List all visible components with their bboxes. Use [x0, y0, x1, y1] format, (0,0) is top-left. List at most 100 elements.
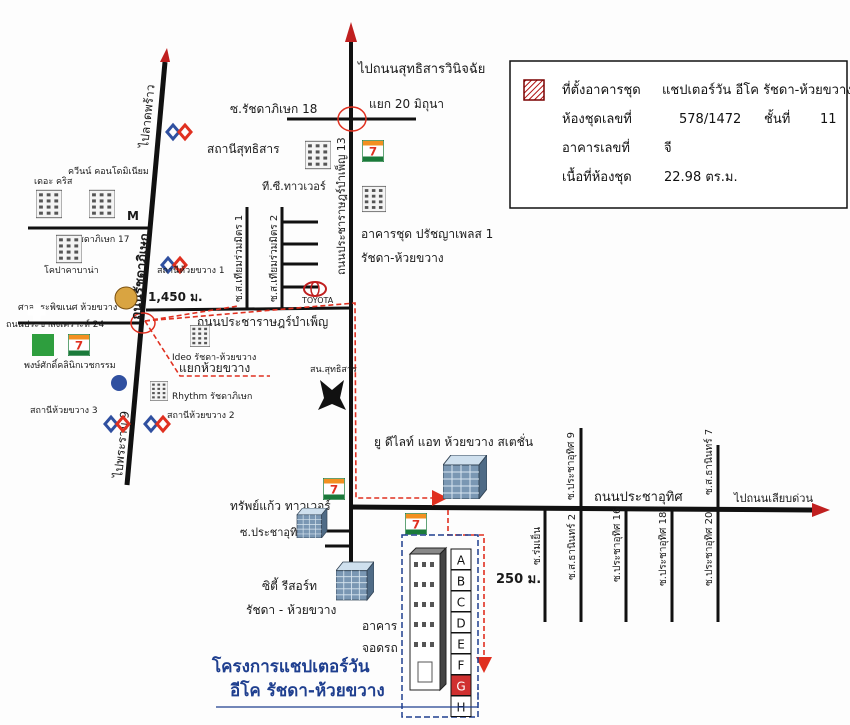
building-label-c: C	[457, 595, 465, 609]
north-road-arrow	[345, 22, 357, 42]
parking-building-icon	[408, 546, 448, 692]
junction-20-mithuna-circle	[337, 106, 367, 132]
info-box: ที่ตั้งอาคารชุด แชปเตอร์วัน อีโค รัชดา-ห…	[509, 60, 850, 209]
info-val-building: จี	[664, 140, 672, 156]
seven-eleven-icon-south	[323, 478, 345, 500]
ideo-building-icon	[190, 325, 210, 347]
label-tc-tower: ที.ซี.ทาวเวอร์	[262, 180, 326, 193]
label-station-huai-khwang-1: สถานีห้วยขวาง 1	[157, 265, 225, 276]
ratchadaphisek-road	[124, 61, 168, 486]
building-label-a: A	[457, 553, 466, 567]
panya-place-building-icon	[362, 185, 386, 213]
label-pracha-rat-bamphen: ถนนประชาราษฎร์บำเพ็ญ	[197, 314, 328, 329]
info-key-location: ที่ตั้งอาคารชุด	[562, 80, 641, 98]
label-shrine: ศาลพระพิฆเนศ ห้วยขวาง	[18, 302, 117, 313]
label-station-sutthisan: สถานีสุทธิสาร	[207, 142, 280, 157]
label-co-park: โคปาคาบาน่า	[44, 265, 99, 276]
label-panya-place: อาคารชุด ปรัชญาเพลส 1	[361, 227, 493, 242]
seven-eleven-icon-project	[405, 513, 427, 535]
label-u-delight: ยู ดีไลท์ แอท ห้วยขวาง สเตชั่น	[374, 433, 533, 450]
info-val-unit: 578/1472	[679, 112, 741, 127]
label-distance-1450: 1,450 ม.	[148, 290, 203, 304]
label-soi-pracha-uthit-9: ซ.ประชาอุทิศ 9	[566, 432, 577, 500]
label-distance-250: 250 ม.	[496, 572, 541, 587]
ganesha-shrine-icon	[114, 286, 138, 310]
label-panya-place-area: รัชดา-ห้วยขวาง	[361, 251, 444, 265]
info-key-floor: ชั้นที่	[764, 109, 790, 127]
label-soi-pracha-uthit-6: ซ.ประชาอุทิศ 6	[240, 526, 315, 539]
clinic-cross-icon	[32, 334, 54, 356]
co-park-building-icon	[56, 234, 82, 264]
seven-eleven-icon-north	[362, 140, 384, 162]
road-network	[18, 22, 830, 622]
label-pracha-uthit-road: ถนนประชาอุทิศ	[594, 490, 683, 505]
the-crystal-building-icon	[36, 189, 62, 219]
building-label-d: D	[456, 616, 465, 630]
building-label-b: B	[457, 574, 465, 588]
label-soi-ratchada-18: ซ.รัชดาภิเษก 18	[230, 102, 317, 116]
station-sutthisan-icon	[165, 123, 193, 141]
label-junction-20-mithuna: แยก 20 มิถุนา	[369, 97, 444, 112]
label-soi-pracha-rat-bamphen-13: ถนนประชาราษฎร์บำเพ็ญ 13	[334, 137, 348, 275]
police-garuda-icon	[318, 380, 346, 410]
u-delight-building-icon	[443, 455, 487, 499]
bank-icon	[111, 375, 127, 391]
label-toyota: TOYOTA	[301, 296, 334, 305]
label-soi-rom-yen: ซ.ร่มเย็น	[529, 527, 543, 565]
huai-khwang-junction-circle	[130, 312, 156, 334]
route-1450	[144, 302, 448, 506]
label-soi-pracha-uthit-18: ซ.ประชาอุทิศ 18	[658, 512, 669, 586]
city-resort-building-icon	[336, 561, 374, 601]
pracha-rat-bamphen-road	[145, 306, 352, 312]
info-val-area: 22.98 ตร.ม.	[664, 170, 738, 185]
queen-condo-building-icon	[89, 189, 115, 219]
toyota-logo-icon	[303, 281, 327, 297]
rhythm-building-icon	[150, 381, 168, 401]
info-val-floor: 11	[820, 112, 837, 127]
building-label-e: E	[457, 637, 465, 651]
label-queen-condo: ควีนน์ คอนโดมิเนียม	[68, 165, 149, 177]
building-block-h	[450, 695, 472, 717]
sapkaew-building-icon	[296, 508, 328, 538]
label-city-resort-area: รัชดา - ห้วยขวาง	[246, 603, 336, 617]
label-parking-line2: จอดรถ	[362, 641, 398, 655]
station-huai-khwang-2-icon	[143, 415, 171, 433]
label-station-huai-khwang-2: สถานีห้วยขวาง 2	[167, 410, 235, 421]
label-rhythm: Rhythm รัชดาภิเษก	[172, 391, 252, 402]
info-key-unit: ห้องชุดเลขที่	[562, 110, 632, 127]
info-key-area: เนื้อที่ห้องชุด	[562, 167, 632, 185]
label-to-lat-phrao: ไปลาดพร้าว	[137, 84, 158, 149]
info-val-project: แชปเตอร์วัน อีโค รัชดา-ห้วยขวาง	[662, 82, 850, 98]
label-soi-thanin-7: ซ.ส.ธานินทร์ 7	[703, 429, 715, 495]
label-to-expressway: ไปถนนเลียบด่วน	[733, 492, 813, 505]
building-label-f: F	[458, 658, 465, 672]
label-parking: อาคาร	[362, 619, 398, 633]
info-key-building: อาคารเลขที่	[562, 139, 630, 156]
label-to-sutthisan: ไปถนนสุทธิสารวินิจฉัย	[357, 61, 485, 77]
route-huai-khwang-junction	[144, 320, 270, 377]
tc-tower-building-icon	[305, 140, 331, 170]
label-station-huai-khwang-3: สถานีห้วยขวาง 3	[30, 405, 98, 416]
label-ideo: Ideo รัชดา-ห้วยขวาง	[172, 352, 256, 363]
location-marker-icon	[523, 79, 545, 101]
label-clinic: พงษ์ศักดิ์คลินิกเวชกรรม	[24, 358, 116, 371]
label-huai-khwang-junction: แยกห้วยขวาง	[179, 361, 250, 375]
label-soi-ratchada-17: ซ.รัชดาภิเษก 17	[64, 234, 130, 245]
project-title-line2: อีโค รัชดา-ห้วยขวาง	[230, 680, 385, 701]
label-soi-pracha-uthit-20: ซ.ประชาอุทิศ 20	[704, 512, 715, 586]
mcdonalds-icon: M	[127, 209, 139, 223]
label-soi-thanin-2: ซ.ส.ธานินทร์ 2	[566, 514, 578, 580]
project-title-line1: โครงการแชปเตอร์วัน	[211, 656, 370, 677]
label-soi-tiamruammit-2: ซ.ส.เทียมร่วมมิตร 2	[268, 215, 280, 302]
label-soi-tiamruammit-1: ซ.ส.เทียมร่วมมิตร 1	[233, 215, 245, 302]
building-label-g: G	[456, 679, 465, 693]
label-the-crystal: เดอะ คริส	[34, 176, 73, 187]
label-pracha-songkhro-24: ถนนประชาสงเคราะห์ 24	[6, 318, 105, 330]
label-soi-pracha-uthit-16: ซ.ประชาอุทิศ 16	[612, 508, 623, 582]
label-city-resort: ซิตี้ รีสอร์ท	[262, 577, 317, 593]
label-police: สน.สุทธิสาร	[310, 364, 357, 375]
